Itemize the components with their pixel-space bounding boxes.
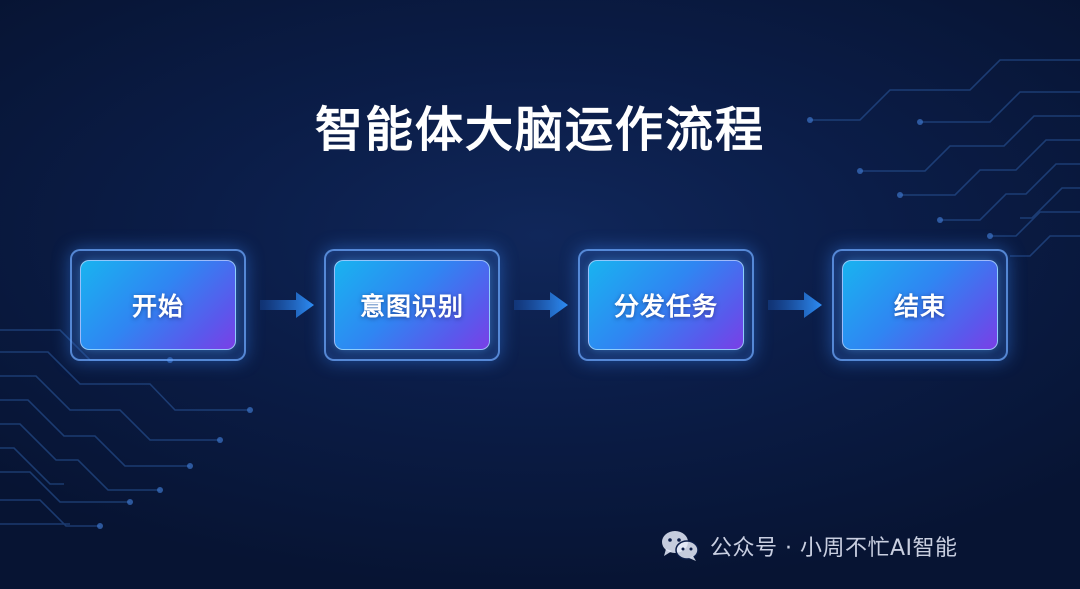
- step-box-start-inner: 开始: [80, 260, 236, 350]
- arrow-right-icon: [768, 292, 822, 318]
- step-box-end: 结束: [832, 249, 1008, 361]
- step-box-end-inner: 结束: [842, 260, 998, 350]
- step-box-intent-inner: 意图识别: [334, 260, 490, 350]
- step-label-dispatch: 分发任务: [613, 292, 718, 321]
- step-label-end: 结束: [893, 292, 946, 321]
- step-box-dispatch: 分发任务: [578, 249, 754, 361]
- wechat-icon: [662, 531, 699, 561]
- step-box-intent: 意图识别: [324, 249, 500, 361]
- step-label-intent: 意图识别: [359, 292, 464, 321]
- watermark: 公众号 · 小周不忙AI智能: [660, 528, 958, 564]
- arrow-right-icon: [514, 292, 568, 318]
- arrow-right-icon: [260, 292, 314, 318]
- watermark-text: 公众号 · 小周不忙AI智能: [710, 536, 958, 561]
- step-label-start: 开始: [131, 292, 184, 321]
- diagram-title: 智能体大脑运作流程: [314, 102, 765, 158]
- step-box-dispatch-inner: 分发任务: [588, 260, 744, 350]
- step-box-start: 开始: [70, 249, 246, 361]
